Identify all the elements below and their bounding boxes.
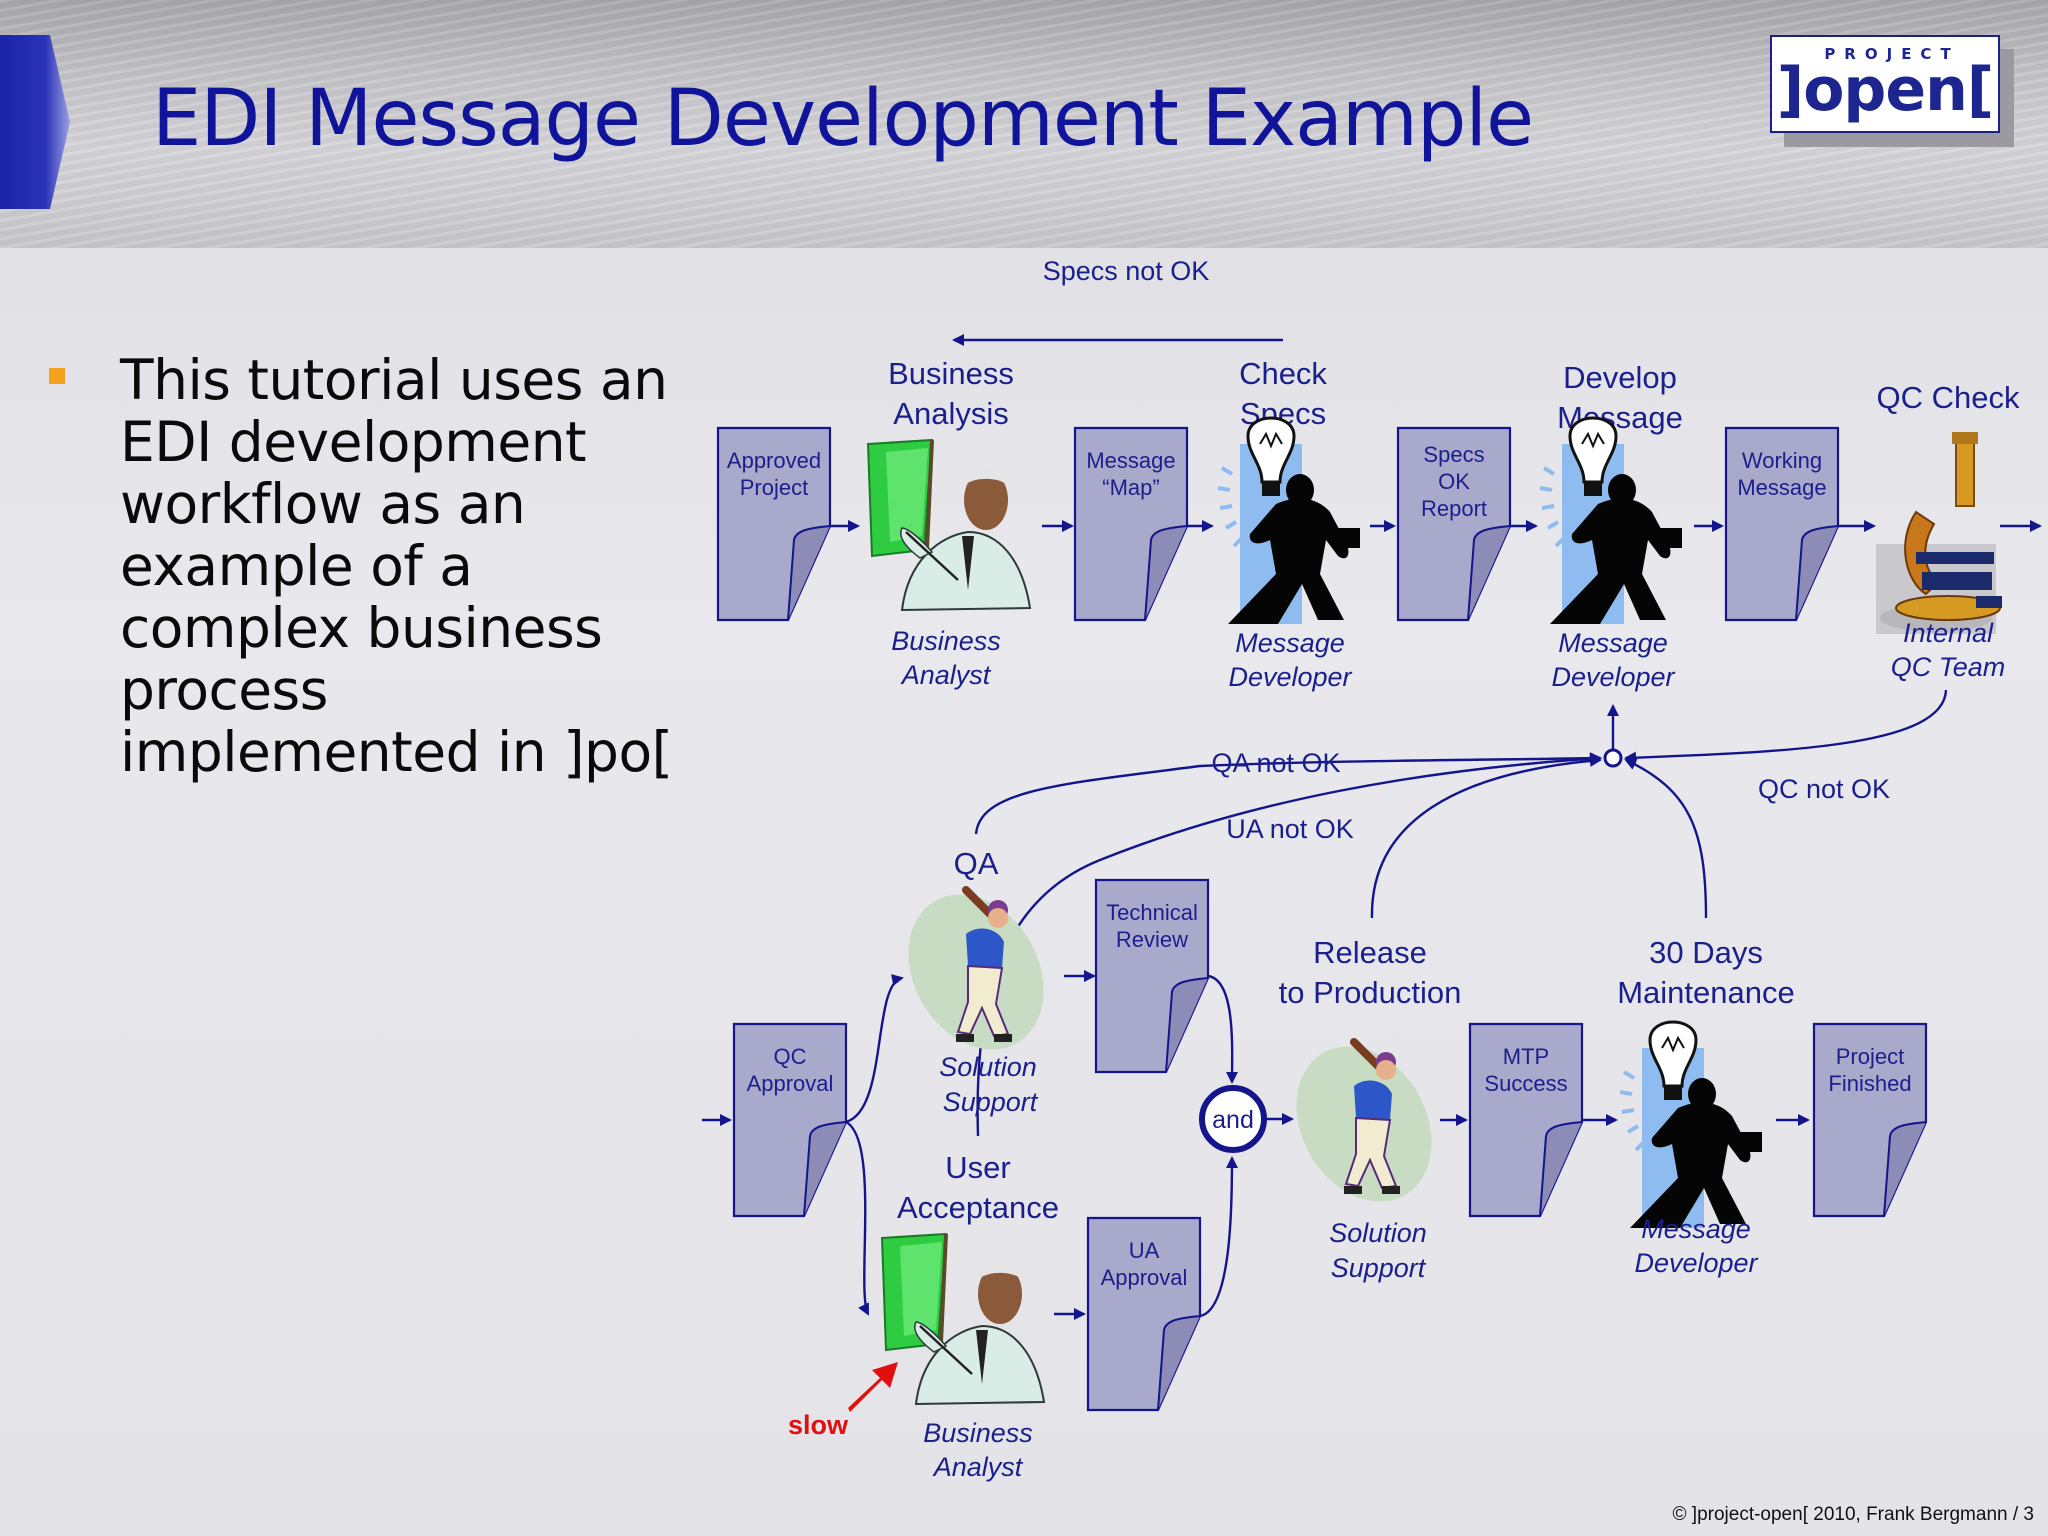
flow-to-and-join bbox=[1207, 974, 1239, 1084]
bullet-marker-icon bbox=[49, 368, 65, 384]
microscope-icon bbox=[1876, 432, 2002, 634]
logo-main-text: ]open[ bbox=[1776, 55, 1994, 125]
doc-label-message-map: Message“Map” bbox=[1086, 448, 1175, 500]
project-open-logo[interactable]: PROJECT ]open[ bbox=[1770, 35, 2000, 133]
maintenance-rework-loop bbox=[1624, 758, 1708, 919]
flow-to-and-join bbox=[1199, 1156, 1238, 1318]
doc-message-map[interactable]: Message“Map” bbox=[1073, 426, 1189, 622]
message-developer-icon bbox=[1216, 416, 1362, 626]
or-merge-node bbox=[1603, 748, 1623, 768]
slide-footer: © ]project-open[ 2010, Frank Bergmann / … bbox=[1672, 1504, 2034, 1525]
edge-label-qa-not-ok: QA not OK bbox=[1211, 748, 1340, 778]
and-join-label: and bbox=[1212, 1106, 1254, 1134]
baseball-player-icon bbox=[881, 870, 1070, 1074]
baseball-player-icon bbox=[1269, 1022, 1458, 1226]
flow-to-qa bbox=[845, 974, 904, 1124]
bullet-text: This tutorial uses an EDI development wo… bbox=[120, 348, 673, 784]
task-qc-check: QC Check bbox=[1877, 380, 2020, 415]
page-title: EDI Message Development Example bbox=[152, 74, 1534, 164]
task-qa: QA bbox=[954, 846, 999, 881]
header-chevron-icon bbox=[0, 35, 70, 209]
release-rework-loop bbox=[1370, 754, 1602, 919]
header-texture bbox=[0, 0, 2048, 248]
edge-label-ua-not-ok: UA not OK bbox=[1226, 814, 1354, 844]
message-developer-icon bbox=[1538, 416, 1684, 626]
flow-to-user-acceptance bbox=[845, 1120, 870, 1316]
slide-header bbox=[0, 0, 2048, 248]
message-developer-icon bbox=[1618, 1020, 1764, 1230]
qa-not-ok-loop bbox=[974, 752, 1602, 835]
edge-label-qc-not-ok: QC not OK bbox=[1758, 774, 1890, 804]
logo-top-text: PROJECT bbox=[1824, 45, 1960, 63]
business-analyst-icon bbox=[866, 438, 1032, 612]
business-analyst-icon bbox=[880, 1232, 1046, 1406]
slow-label: slow bbox=[788, 1410, 849, 1440]
edge-label-specs-not-ok: Specs not OK bbox=[1043, 256, 1210, 286]
and-join-node: and bbox=[1199, 1085, 1267, 1153]
qc-not-ok-loop bbox=[1624, 689, 1948, 764]
slow-arrow-icon bbox=[848, 1362, 898, 1412]
